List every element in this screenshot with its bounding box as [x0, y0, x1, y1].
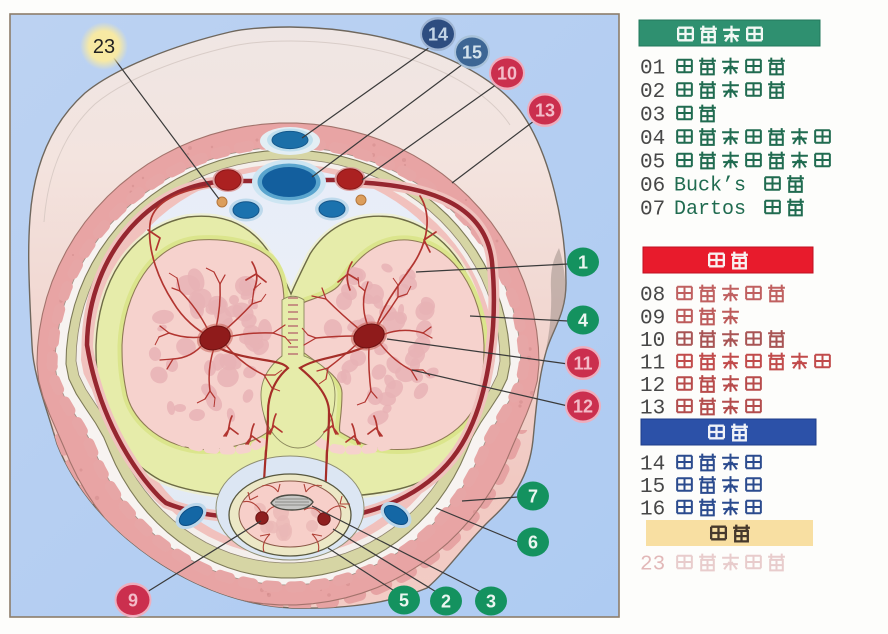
svg-text:23: 23 [640, 553, 665, 576]
svg-text:12: 12 [573, 396, 593, 416]
svg-text:08: 08 [640, 284, 665, 307]
svg-text:Buck’s: Buck’s [674, 175, 746, 198]
svg-text:13: 13 [535, 100, 555, 120]
svg-text:9: 9 [128, 590, 138, 610]
svg-text:6: 6 [528, 532, 538, 552]
svg-text:14: 14 [640, 453, 665, 476]
svg-text:03: 03 [640, 104, 665, 127]
svg-text:07: 07 [640, 198, 665, 221]
svg-text:7: 7 [528, 486, 538, 506]
svg-text:13: 13 [640, 397, 665, 420]
svg-text:05: 05 [640, 151, 665, 174]
svg-text:09: 09 [640, 307, 665, 330]
svg-text:10: 10 [640, 330, 665, 353]
svg-text:15: 15 [462, 42, 482, 62]
svg-text:06: 06 [640, 175, 665, 198]
svg-text:Dartos: Dartos [674, 198, 746, 221]
svg-text:04: 04 [640, 128, 665, 151]
svg-text:16: 16 [640, 498, 665, 521]
svg-text:2: 2 [441, 591, 451, 611]
svg-text:14: 14 [428, 24, 448, 44]
svg-text:12: 12 [640, 375, 665, 398]
svg-text:11: 11 [573, 353, 592, 373]
svg-text:4: 4 [578, 310, 588, 330]
svg-text:15: 15 [640, 476, 665, 499]
svg-text:11: 11 [640, 352, 665, 375]
svg-text:3: 3 [486, 591, 496, 611]
svg-text:02: 02 [640, 81, 665, 104]
svg-text:1: 1 [578, 252, 588, 272]
svg-text:01: 01 [640, 57, 665, 80]
svg-text:10: 10 [497, 63, 517, 83]
svg-text:23: 23 [93, 36, 115, 58]
svg-text:5: 5 [399, 590, 409, 610]
